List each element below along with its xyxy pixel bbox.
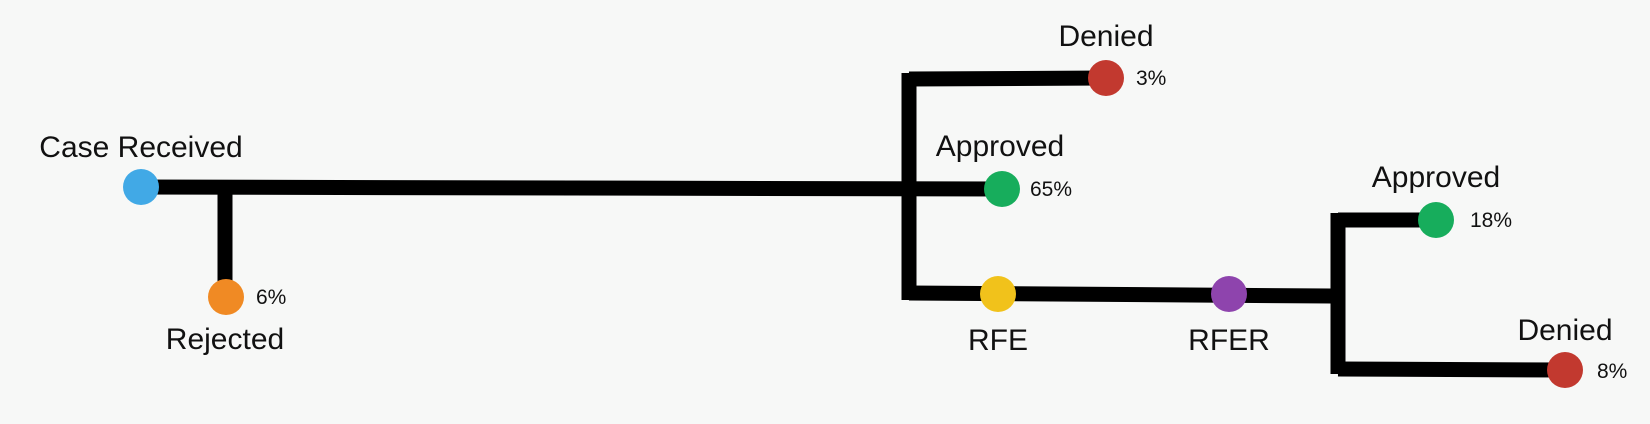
percent-approved-main: 65% xyxy=(1030,178,1073,201)
line-received-to-main xyxy=(134,179,1003,197)
node-rfe xyxy=(980,276,1016,312)
percent-approved-rfe: 18% xyxy=(1470,209,1513,232)
line-to-denied-rfe xyxy=(1337,361,1566,378)
label-case-received: Case Received xyxy=(39,131,243,164)
line-rfe-rfer xyxy=(908,285,1332,304)
node-approved-rfe xyxy=(1418,202,1454,238)
node-case-received xyxy=(123,169,159,205)
node-rfer xyxy=(1211,276,1247,312)
label-denied-rfe: Denied xyxy=(1517,314,1613,347)
label-approved-rfe: Approved xyxy=(1371,161,1501,194)
label-rfer: RFER xyxy=(1188,324,1270,357)
line-to-denied-top xyxy=(908,70,1107,87)
label-rfe: RFE xyxy=(968,324,1028,357)
node-denied-rfe xyxy=(1547,352,1583,388)
node-approved-main xyxy=(984,171,1020,207)
percent-denied-rfe: 8% xyxy=(1597,360,1628,383)
percent-denied-top: 3% xyxy=(1136,67,1167,90)
label-rejected: Rejected xyxy=(165,323,285,356)
node-rejected xyxy=(208,279,244,315)
percent-rejected: 6% xyxy=(256,286,287,309)
label-approved-main: Approved xyxy=(935,130,1065,163)
node-denied-top xyxy=(1088,60,1124,96)
label-denied-top: Denied xyxy=(1058,20,1154,53)
